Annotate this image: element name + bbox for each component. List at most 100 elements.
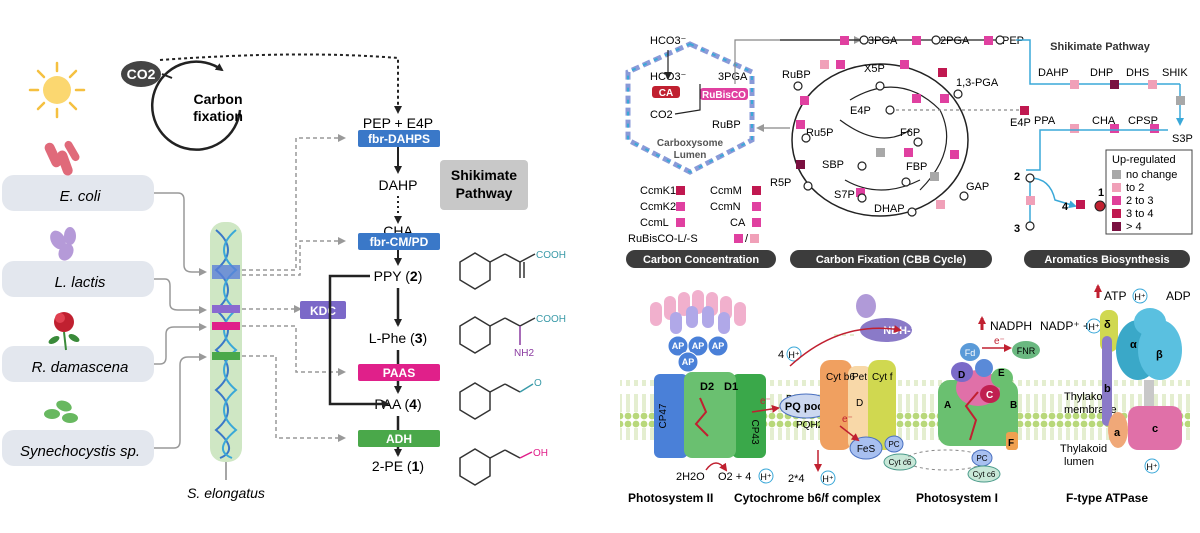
cytc6-label: Cyt c6 — [973, 470, 996, 479]
group-oh: OH — [533, 448, 548, 459]
organism-label: E. coli — [60, 188, 102, 205]
metabolite: E4P — [1010, 117, 1031, 129]
hplus-label: H⁺ — [788, 350, 799, 360]
metabolite: DHAP — [874, 203, 905, 215]
metabolite: F6P — [900, 127, 920, 139]
pill-carbon-fixation: Carbon Fixation (CBB Cycle) — [816, 254, 967, 266]
cbb-enzymes — [793, 35, 1029, 217]
metabolite: DHS — [1126, 67, 1149, 79]
enzyme-adh — [358, 430, 440, 447]
sun-icon — [28, 61, 86, 119]
pill-aromatics: Aromatics Biosynthesis — [1044, 254, 1169, 266]
dna-strand: S. elongatus — [187, 222, 265, 501]
group-nh2: NH2 — [514, 348, 534, 359]
membrane-label: Thylakoid — [1064, 391, 1111, 403]
legend-title: Up-regulated — [1112, 154, 1176, 166]
metabolite: FBP — [906, 161, 927, 173]
metabolite: DAHP — [1038, 67, 1069, 79]
cytochrome-b6f: Cyt b6 Pet D Cyt f FeS e⁻ — [820, 360, 896, 460]
water-label: 2H2O — [676, 471, 705, 483]
cbb-labels: 3PGA 2PGA PEP RuBP X5P 1,3-PGA E4P Ru5P … — [770, 35, 1031, 215]
enzyme-cmpd — [358, 233, 440, 250]
pc-label: PC — [976, 454, 987, 463]
ap-label: AP — [712, 341, 725, 351]
ps1-subunit: C — [986, 390, 993, 401]
metabolite: RuBP — [782, 69, 811, 81]
pga3-in: 3PGA — [718, 71, 748, 83]
metabolite: SHIK — [1162, 67, 1188, 79]
cytb6-label: Cyt b6 — [826, 372, 855, 383]
pet-label: Pet — [852, 372, 867, 383]
carbon-fixation-cycle — [151, 60, 242, 151]
hplus-label: H⁺ — [1134, 292, 1145, 302]
shikimate-pathway-label: Shikimate — [451, 167, 517, 183]
ndh1: NDH-1 — [856, 294, 917, 342]
cp43-label: CP43 — [749, 419, 760, 444]
f-type-atpase: δ α β b a c — [1100, 308, 1182, 450]
lumen-label: Thylakoid — [1060, 443, 1107, 455]
enzyme-kdc — [300, 301, 346, 319]
right-bottom-panel: Thylakoid membrane Thylakoid lumen NDH-1… — [620, 284, 1191, 505]
shikimate-title: Shikimate Pathway — [1050, 41, 1151, 53]
nadph-label: NADPH — [990, 319, 1032, 333]
atpase-subunit: α — [1130, 339, 1137, 351]
pq-pool-label: PQ pool — [785, 401, 827, 413]
enzyme-kdc-label: KDC — [310, 304, 336, 318]
label-photosystem-i: Photosystem I — [916, 491, 998, 505]
legend-label: > 4 — [1126, 221, 1142, 233]
ccm-item: CcmK2 — [640, 201, 676, 213]
metabolite-ppy: PPY (2) — [374, 268, 423, 284]
d-label: D — [856, 398, 863, 409]
structure-lphe — [459, 316, 536, 354]
photosystem-i: D E C A B F — [938, 359, 1018, 450]
atpase-subunit: a — [1114, 427, 1121, 439]
four-label: 4 — [778, 349, 784, 361]
cytc6-label: Cyt c6 — [889, 458, 912, 467]
ap-label: AP — [692, 341, 705, 351]
electron-label: e⁻ — [994, 336, 1005, 347]
ccm-item: RuBisCO-L/-S — [628, 233, 698, 245]
metabolite-pep-e4p: PEP + E4P — [363, 115, 433, 131]
ndh-label: NDH-1 — [883, 325, 917, 337]
metabolite: 1,3-PGA — [956, 77, 999, 89]
label-atpase: F-type ATPase — [1066, 491, 1148, 505]
ccm-item: CcmN — [710, 201, 741, 213]
metabolite: S7P — [834, 189, 855, 201]
organism-label: L. lactis — [55, 274, 106, 291]
atpase-subunit: b — [1104, 383, 1111, 395]
organism-card-rdamascena: R. damascena — [2, 312, 154, 382]
metabolite: E4P — [850, 105, 871, 117]
metabolite: SBP — [822, 159, 844, 171]
pc-label: PC — [888, 440, 899, 449]
hplus-label: H⁺ — [1088, 322, 1099, 332]
group-o: O — [534, 378, 542, 389]
host-label: S. elongatus — [187, 485, 265, 501]
lumen-label: Lumen — [674, 150, 707, 161]
organism-label: R. damascena — [32, 359, 129, 376]
compound-number: 2 — [1014, 171, 1020, 183]
structure-ppy — [459, 252, 536, 290]
ccm-item: CcmL — [640, 217, 669, 229]
ps1-subunit: A — [944, 400, 951, 411]
fnr-label: FNR — [1017, 346, 1036, 356]
organism-card-ecoli: E. coli — [2, 140, 154, 211]
legend-label: no change — [1126, 169, 1177, 181]
electron-label: e⁻ — [842, 414, 853, 425]
label-photosystem-ii: Photosystem II — [628, 491, 713, 505]
metabolite: X5P — [864, 63, 885, 75]
structure-2pe — [459, 448, 533, 486]
metabolite-2pe: 2-PE (1) — [372, 458, 424, 474]
enzyme-adh-label: ADH — [386, 432, 412, 446]
group-cooh: COOH — [536, 250, 566, 261]
organism-card-synechocystis: Synechocystis sp. — [2, 400, 154, 466]
atp-label: ATP — [1104, 289, 1126, 303]
carboxysome-label: Carboxysome — [657, 138, 724, 149]
ccm-item: CcmM — [710, 185, 742, 197]
rubisco-badge: RuBisCO — [702, 90, 746, 101]
pqh2-label: PQH2 — [796, 420, 824, 431]
compound-number: 3 — [1014, 223, 1020, 235]
structure-paa — [459, 382, 534, 420]
shikimate-pathway-box — [440, 160, 528, 210]
lumen-label: lumen — [1064, 456, 1094, 468]
